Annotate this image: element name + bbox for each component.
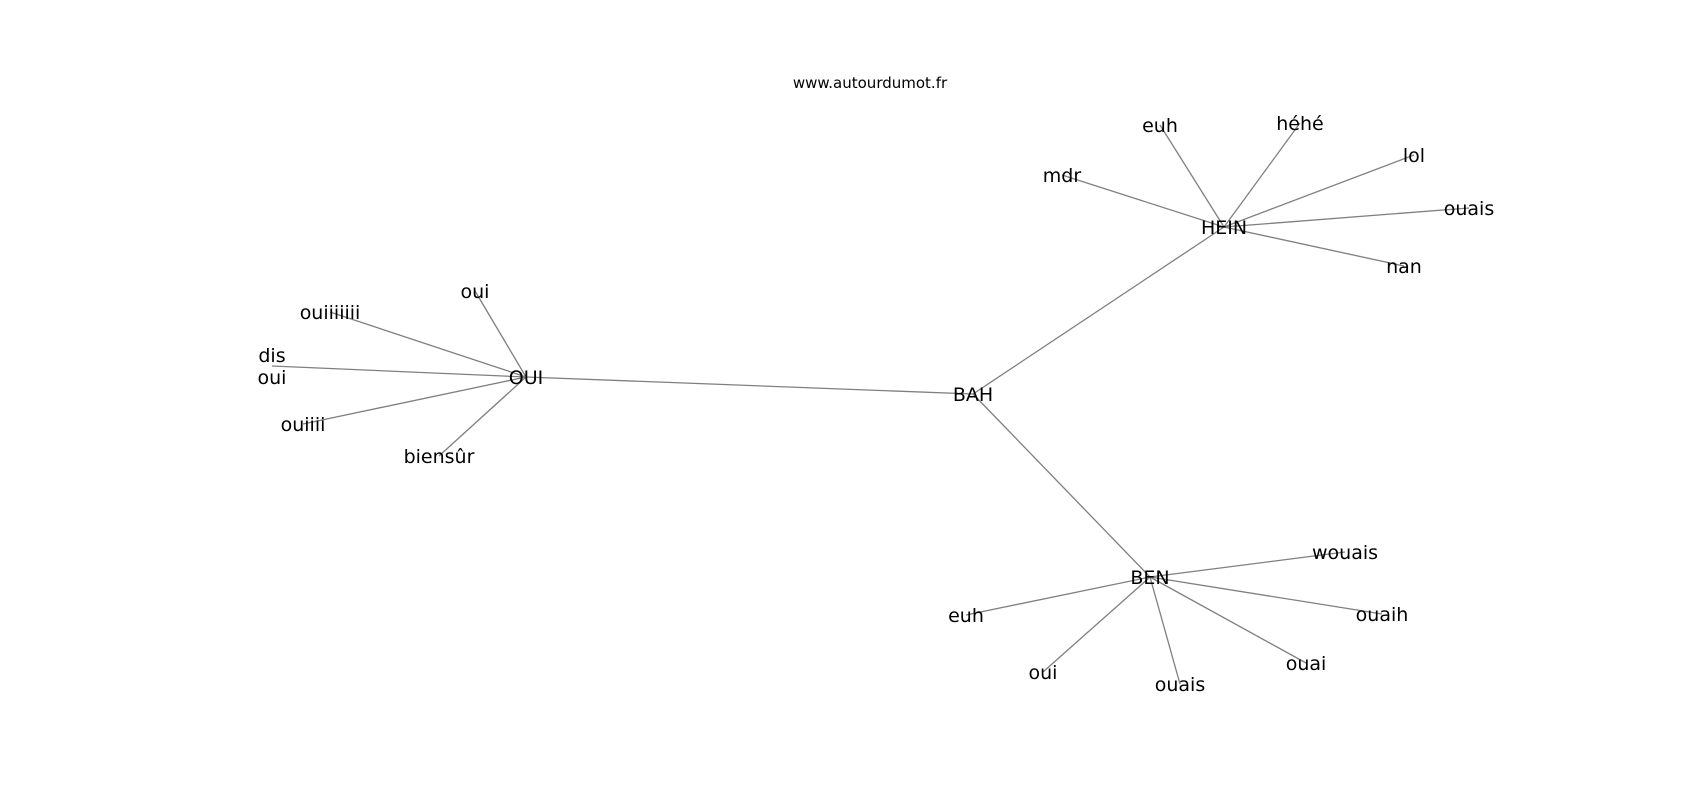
leaf-node-label: euh — [1142, 115, 1178, 137]
leaf-node-label: nan — [1386, 256, 1422, 278]
leaf-node-label: ouaih — [1356, 604, 1409, 626]
edge-oui-leaf — [329, 311, 527, 378]
leaf-node-label: ouais — [1444, 198, 1495, 220]
edge-ben-leaf — [965, 576, 1151, 616]
edge-center-hein — [972, 226, 1225, 395]
edge-hein-leaf — [1061, 174, 1225, 228]
edge-ben-leaf — [1149, 576, 1383, 615]
hub-node-label-hein: HEIN — [1201, 217, 1247, 239]
edge-hein-leaf — [1223, 154, 1415, 228]
edge-ben-leaf — [1149, 576, 1307, 664]
leaf-node-label: héhé — [1276, 113, 1323, 135]
website-watermark: www.autourdumot.fr — [793, 74, 948, 92]
edge-oui-leaf — [302, 376, 527, 425]
edge-hein-leaf — [1223, 226, 1405, 267]
edge-ben-leaf — [1149, 551, 1346, 578]
edge-oui-leaf — [474, 290, 527, 378]
edge-hein-leaf — [1223, 207, 1470, 228]
edge-hein-leaf — [1159, 124, 1225, 228]
edge-ben-leaf — [1042, 576, 1151, 673]
leaf-node-label: oui — [461, 281, 490, 303]
edge-oui-leaf — [271, 365, 527, 378]
center-node-label: BAH — [953, 384, 993, 406]
leaf-node-label: lol — [1403, 145, 1425, 167]
leaf-node-label: oui — [1029, 662, 1058, 684]
edge-center-oui — [525, 376, 974, 395]
leaf-node-label: ouais — [1155, 674, 1206, 696]
leaf-node-label: biensûr — [404, 446, 475, 468]
hub-node-label-oui: OUI — [509, 367, 543, 389]
edges — [271, 122, 1470, 685]
leaf-node-label: euh — [948, 605, 984, 627]
edge-ben-leaf — [1149, 576, 1181, 685]
leaf-node-label: ouiiiiiii — [300, 302, 361, 324]
hub-node-label-ben: BEN — [1130, 567, 1169, 589]
edge-center-ben — [972, 393, 1151, 578]
leaf-node-label: ouiiii — [281, 414, 326, 436]
leaf-node-label: mdr — [1043, 165, 1082, 187]
edge-oui-leaf — [438, 376, 527, 457]
leaf-node-label: ouai — [1286, 653, 1327, 675]
edge-hein-leaf — [1223, 122, 1301, 228]
leaf-node-label: wouais — [1312, 542, 1378, 564]
